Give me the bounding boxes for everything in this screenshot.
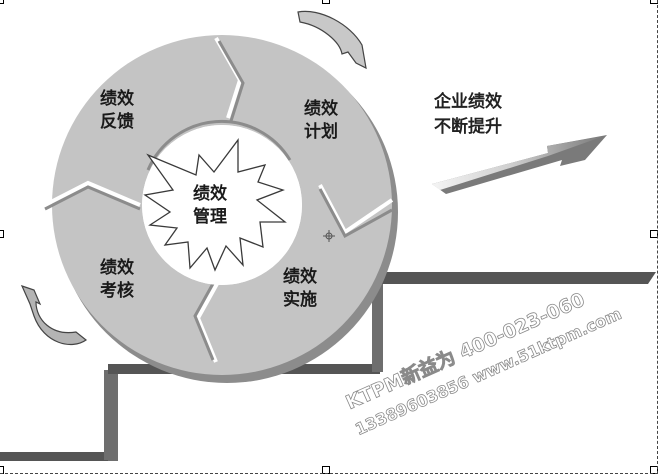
goal-line1: 企业绩效 (434, 92, 502, 112)
center-line2: 管理 (193, 207, 227, 227)
center-line1: 绩效 (193, 184, 227, 204)
segment-implement-line2: 实施 (283, 290, 317, 310)
curved-arrow-top-icon (297, 10, 367, 70)
resize-handle-top-mid[interactable] (322, 0, 330, 4)
segment-assess-line1: 绩效 (100, 258, 134, 278)
starburst-icon (143, 138, 287, 272)
goal-line2: 不断提升 (434, 117, 502, 137)
goal-label: 企业绩效 不断提升 (434, 90, 502, 140)
segment-feedback-line2: 反馈 (100, 112, 134, 132)
segment-implement-label: 绩效 实施 (283, 266, 317, 312)
segment-implement-line1: 绩效 (283, 267, 317, 287)
resize-handle-mid-left[interactable] (0, 230, 4, 238)
segment-assess-label: 绩效 考核 (100, 257, 134, 303)
resize-handle-top-left[interactable] (0, 0, 4, 4)
segment-feedback-line1: 绩效 (100, 89, 134, 109)
rising-arrow-icon (432, 135, 607, 194)
center-label: 绩效 管理 (193, 183, 227, 229)
segment-plan-line2: 计划 (304, 122, 338, 142)
segment-plan-line1: 绩效 (304, 99, 338, 119)
segment-plan-label: 绩效 计划 (304, 98, 338, 144)
curved-arrow-bottom-icon (20, 285, 87, 346)
segment-assess-line2: 考核 (100, 281, 134, 301)
crosshair-icon (323, 230, 335, 242)
segment-feedback-label: 绩效 反馈 (100, 88, 134, 134)
